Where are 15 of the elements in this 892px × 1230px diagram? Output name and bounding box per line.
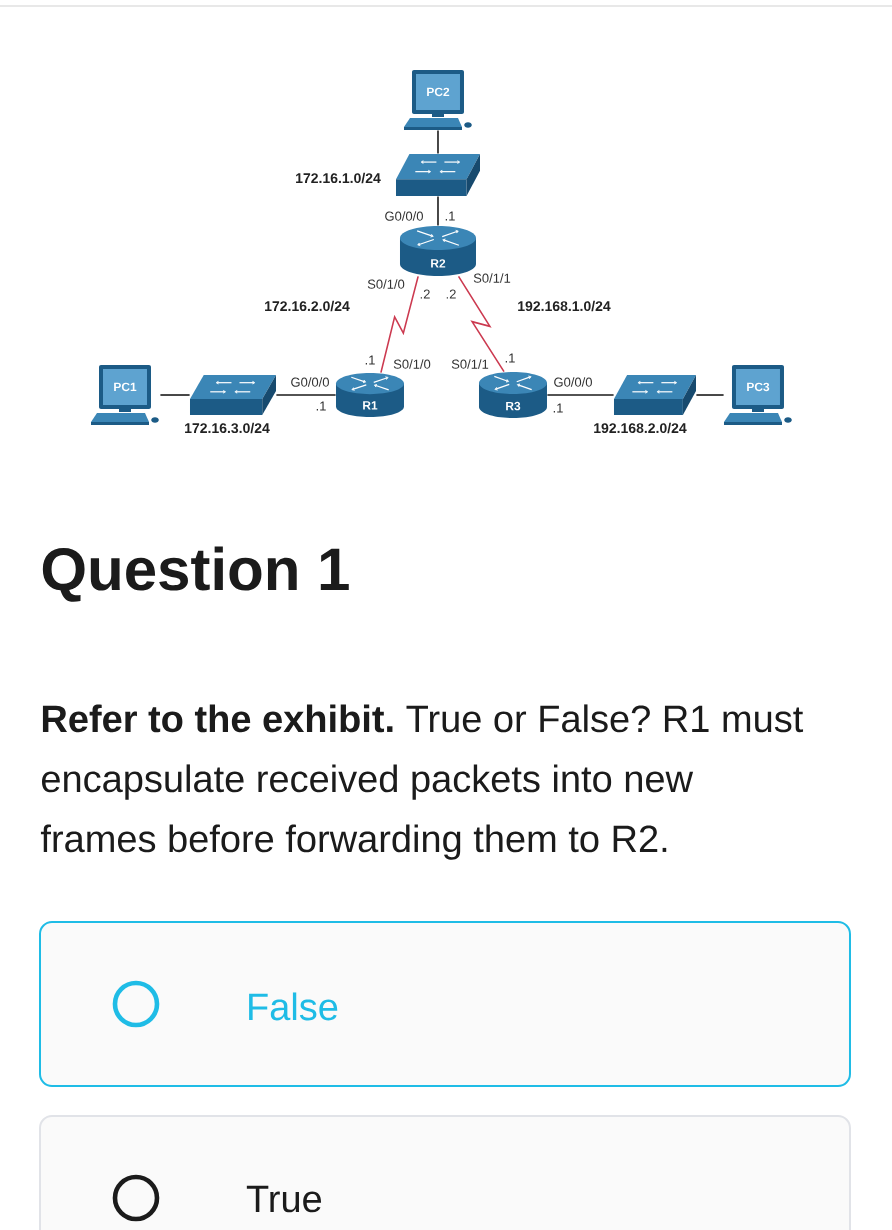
connection-line [546,394,615,396]
answer-option: True [39,1115,851,1230]
connection-line [275,394,337,396]
question-text: Refer to the exhibit. True or False? R1 must encapsulate received packets into new frames before forwarding them to R2. [40,704,804,860]
connection-line [437,195,439,227]
connection-line [437,129,439,155]
zigzag-line [457,275,505,373]
heading: Question 1 [42,546,349,602]
connection-line [159,394,191,396]
switch-symbol [614,375,696,415]
connection-line [695,394,725,396]
zigzag-line [380,275,419,374]
answer-option: False [39,921,851,1087]
switch-symbol [190,375,276,415]
switch-symbol [396,154,480,196]
